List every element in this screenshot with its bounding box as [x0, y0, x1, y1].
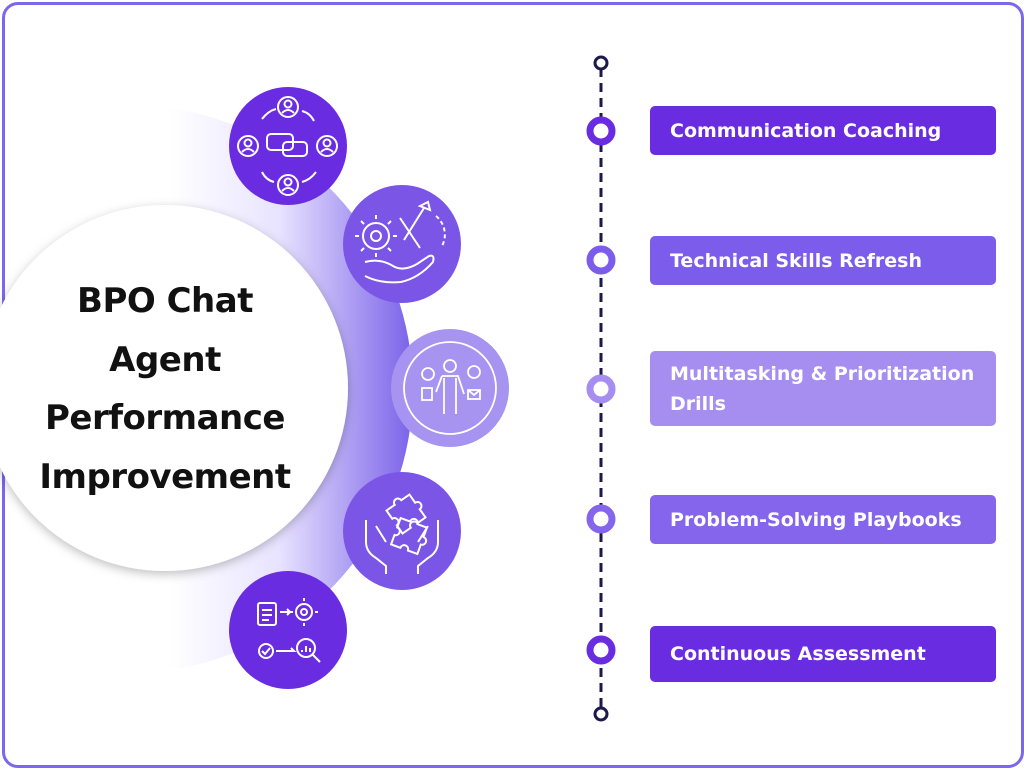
timeline-end-dot [593, 706, 609, 722]
center-circle [0, 205, 348, 571]
title-line-4: Improvement [39, 456, 291, 497]
step-label-3: Multitasking & Prioritization Drills [670, 362, 975, 415]
step-continuous-assessment: Continuous Assessment [650, 626, 996, 682]
title-line-2: Agent [109, 339, 221, 380]
tools-settings-icon [343, 185, 461, 303]
timeline-node-5 [586, 635, 616, 665]
center-title: BPO Chat Agent Performance Improvement [20, 272, 310, 506]
step-multitasking-drills: Multitasking & Prioritization Drills [650, 351, 996, 426]
puzzle-hands-icon [343, 472, 461, 590]
step-technical-skills-refresh: Technical Skills Refresh [650, 236, 996, 285]
step-label-5: Continuous Assessment [670, 643, 926, 665]
step-label-2: Technical Skills Refresh [670, 249, 923, 272]
multitasking-person-icon [391, 329, 509, 447]
step-label-1: Communication Coaching [670, 119, 942, 142]
timeline-node-2 [586, 245, 616, 275]
title-line-3: Performance [45, 398, 285, 438]
timeline-node-3 [586, 374, 616, 404]
timeline-start-dot [593, 55, 609, 71]
timeline-node-4 [586, 504, 616, 534]
title-line-1: BPO Chat [77, 281, 253, 321]
team-communication-icon [229, 87, 347, 205]
process-review-icon [229, 571, 347, 689]
step-communication-coaching: Communication Coaching [650, 106, 996, 155]
step-problem-solving-playbooks: Problem-Solving Playbooks [650, 495, 996, 544]
timeline-node-1 [586, 116, 616, 146]
step-label-4: Problem-Solving Playbooks [670, 508, 962, 531]
